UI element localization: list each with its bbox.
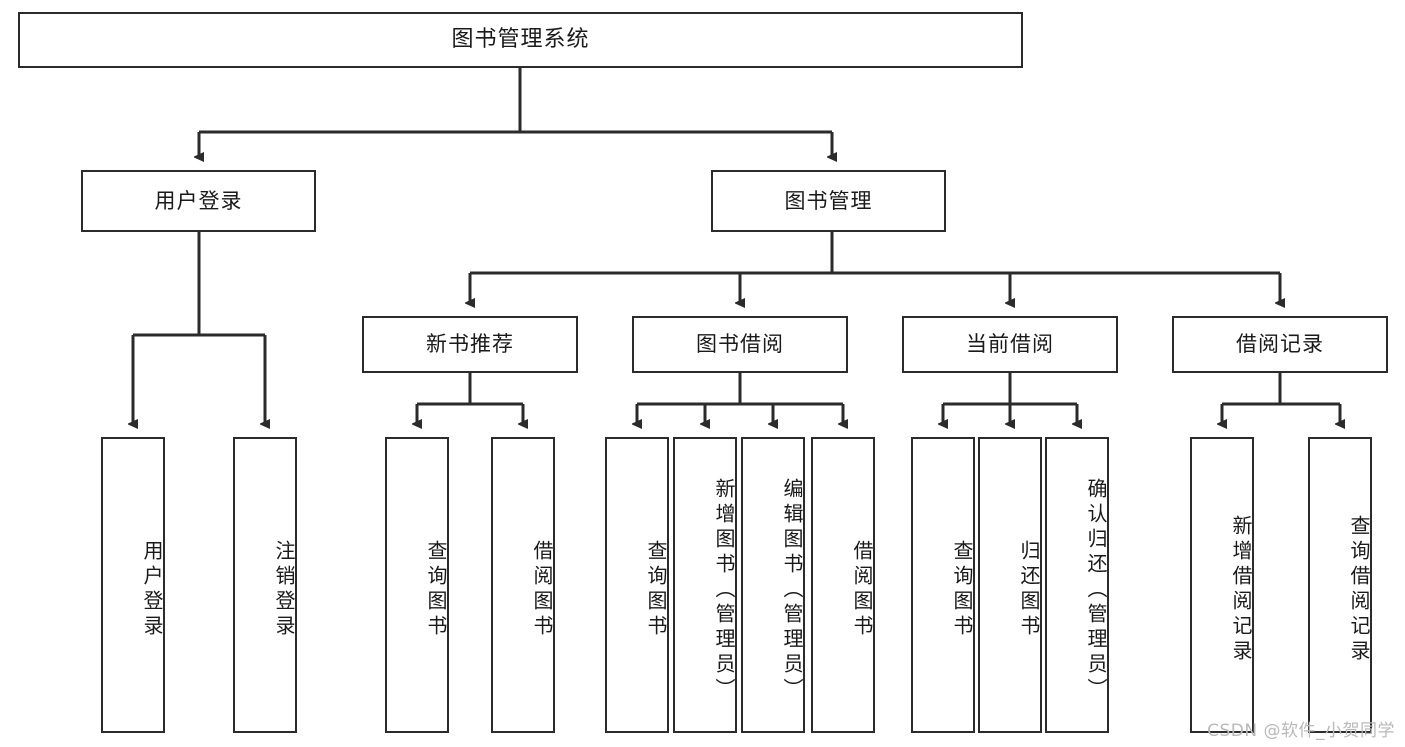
node-leaf-confirm-return[interactable]: 确认归还（管理员） — [1045, 437, 1109, 733]
watermark-text: CSDN @软件_小贺同学 — [1207, 721, 1395, 741]
node-leaf-edit-book[interactable]: 编辑图书（管理员） — [741, 437, 805, 733]
node-label: 当前借阅 — [966, 332, 1054, 357]
node-label: 查询图书 — [424, 540, 448, 640]
node-book-management[interactable]: 图书管理 — [711, 170, 946, 232]
node-label: 查询图书 — [644, 540, 668, 640]
node-label: 用户登录 — [140, 540, 164, 640]
node-label: 借阅记录 — [1236, 332, 1324, 357]
node-label: 用户登录 — [154, 188, 243, 213]
node-leaf-borrow-book-1[interactable]: 借阅图书 — [491, 437, 555, 733]
node-label: 注销登录 — [272, 540, 296, 640]
node-label: 确认归还（管理员） — [1084, 477, 1108, 703]
node-label: 借阅图书 — [850, 540, 874, 640]
node-leaf-query-book-2[interactable]: 查询图书 — [605, 437, 669, 733]
node-leaf-return-book[interactable]: 归还图书 — [978, 437, 1042, 733]
node-current-borrow[interactable]: 当前借阅 — [902, 316, 1118, 373]
node-user-login[interactable]: 用户登录 — [81, 170, 316, 232]
node-new-book-recommend[interactable]: 新书推荐 — [362, 316, 578, 373]
node-leaf-query-record[interactable]: 查询借阅记录 — [1308, 437, 1372, 733]
node-root-system[interactable]: 图书管理系统 — [18, 12, 1023, 68]
node-label: 查询图书 — [950, 540, 974, 640]
node-label: 查询借阅记录 — [1347, 515, 1371, 665]
node-label: 新增图书（管理员） — [712, 477, 736, 703]
node-label: 新增借阅记录 — [1229, 515, 1253, 665]
node-label: 编辑图书（管理员） — [780, 477, 804, 703]
node-leaf-add-record[interactable]: 新增借阅记录 — [1190, 437, 1254, 733]
node-label: 图书借阅 — [696, 332, 784, 357]
node-label: 图书管理 — [784, 188, 873, 213]
node-label: 图书管理系统 — [451, 27, 590, 53]
node-leaf-add-book[interactable]: 新增图书（管理员） — [673, 437, 737, 733]
node-leaf-logout[interactable]: 注销登录 — [233, 437, 297, 733]
node-borrow-record[interactable]: 借阅记录 — [1172, 316, 1388, 373]
node-book-borrow[interactable]: 图书借阅 — [632, 316, 848, 373]
node-leaf-query-book-1[interactable]: 查询图书 — [385, 437, 449, 733]
node-leaf-user-login[interactable]: 用户登录 — [101, 437, 165, 733]
node-label: 新书推荐 — [426, 332, 514, 357]
node-leaf-query-book-3[interactable]: 查询图书 — [911, 437, 975, 733]
node-label: 借阅图书 — [530, 540, 554, 640]
node-leaf-borrow-book-2[interactable]: 借阅图书 — [811, 437, 875, 733]
node-label: 归还图书 — [1017, 540, 1041, 640]
